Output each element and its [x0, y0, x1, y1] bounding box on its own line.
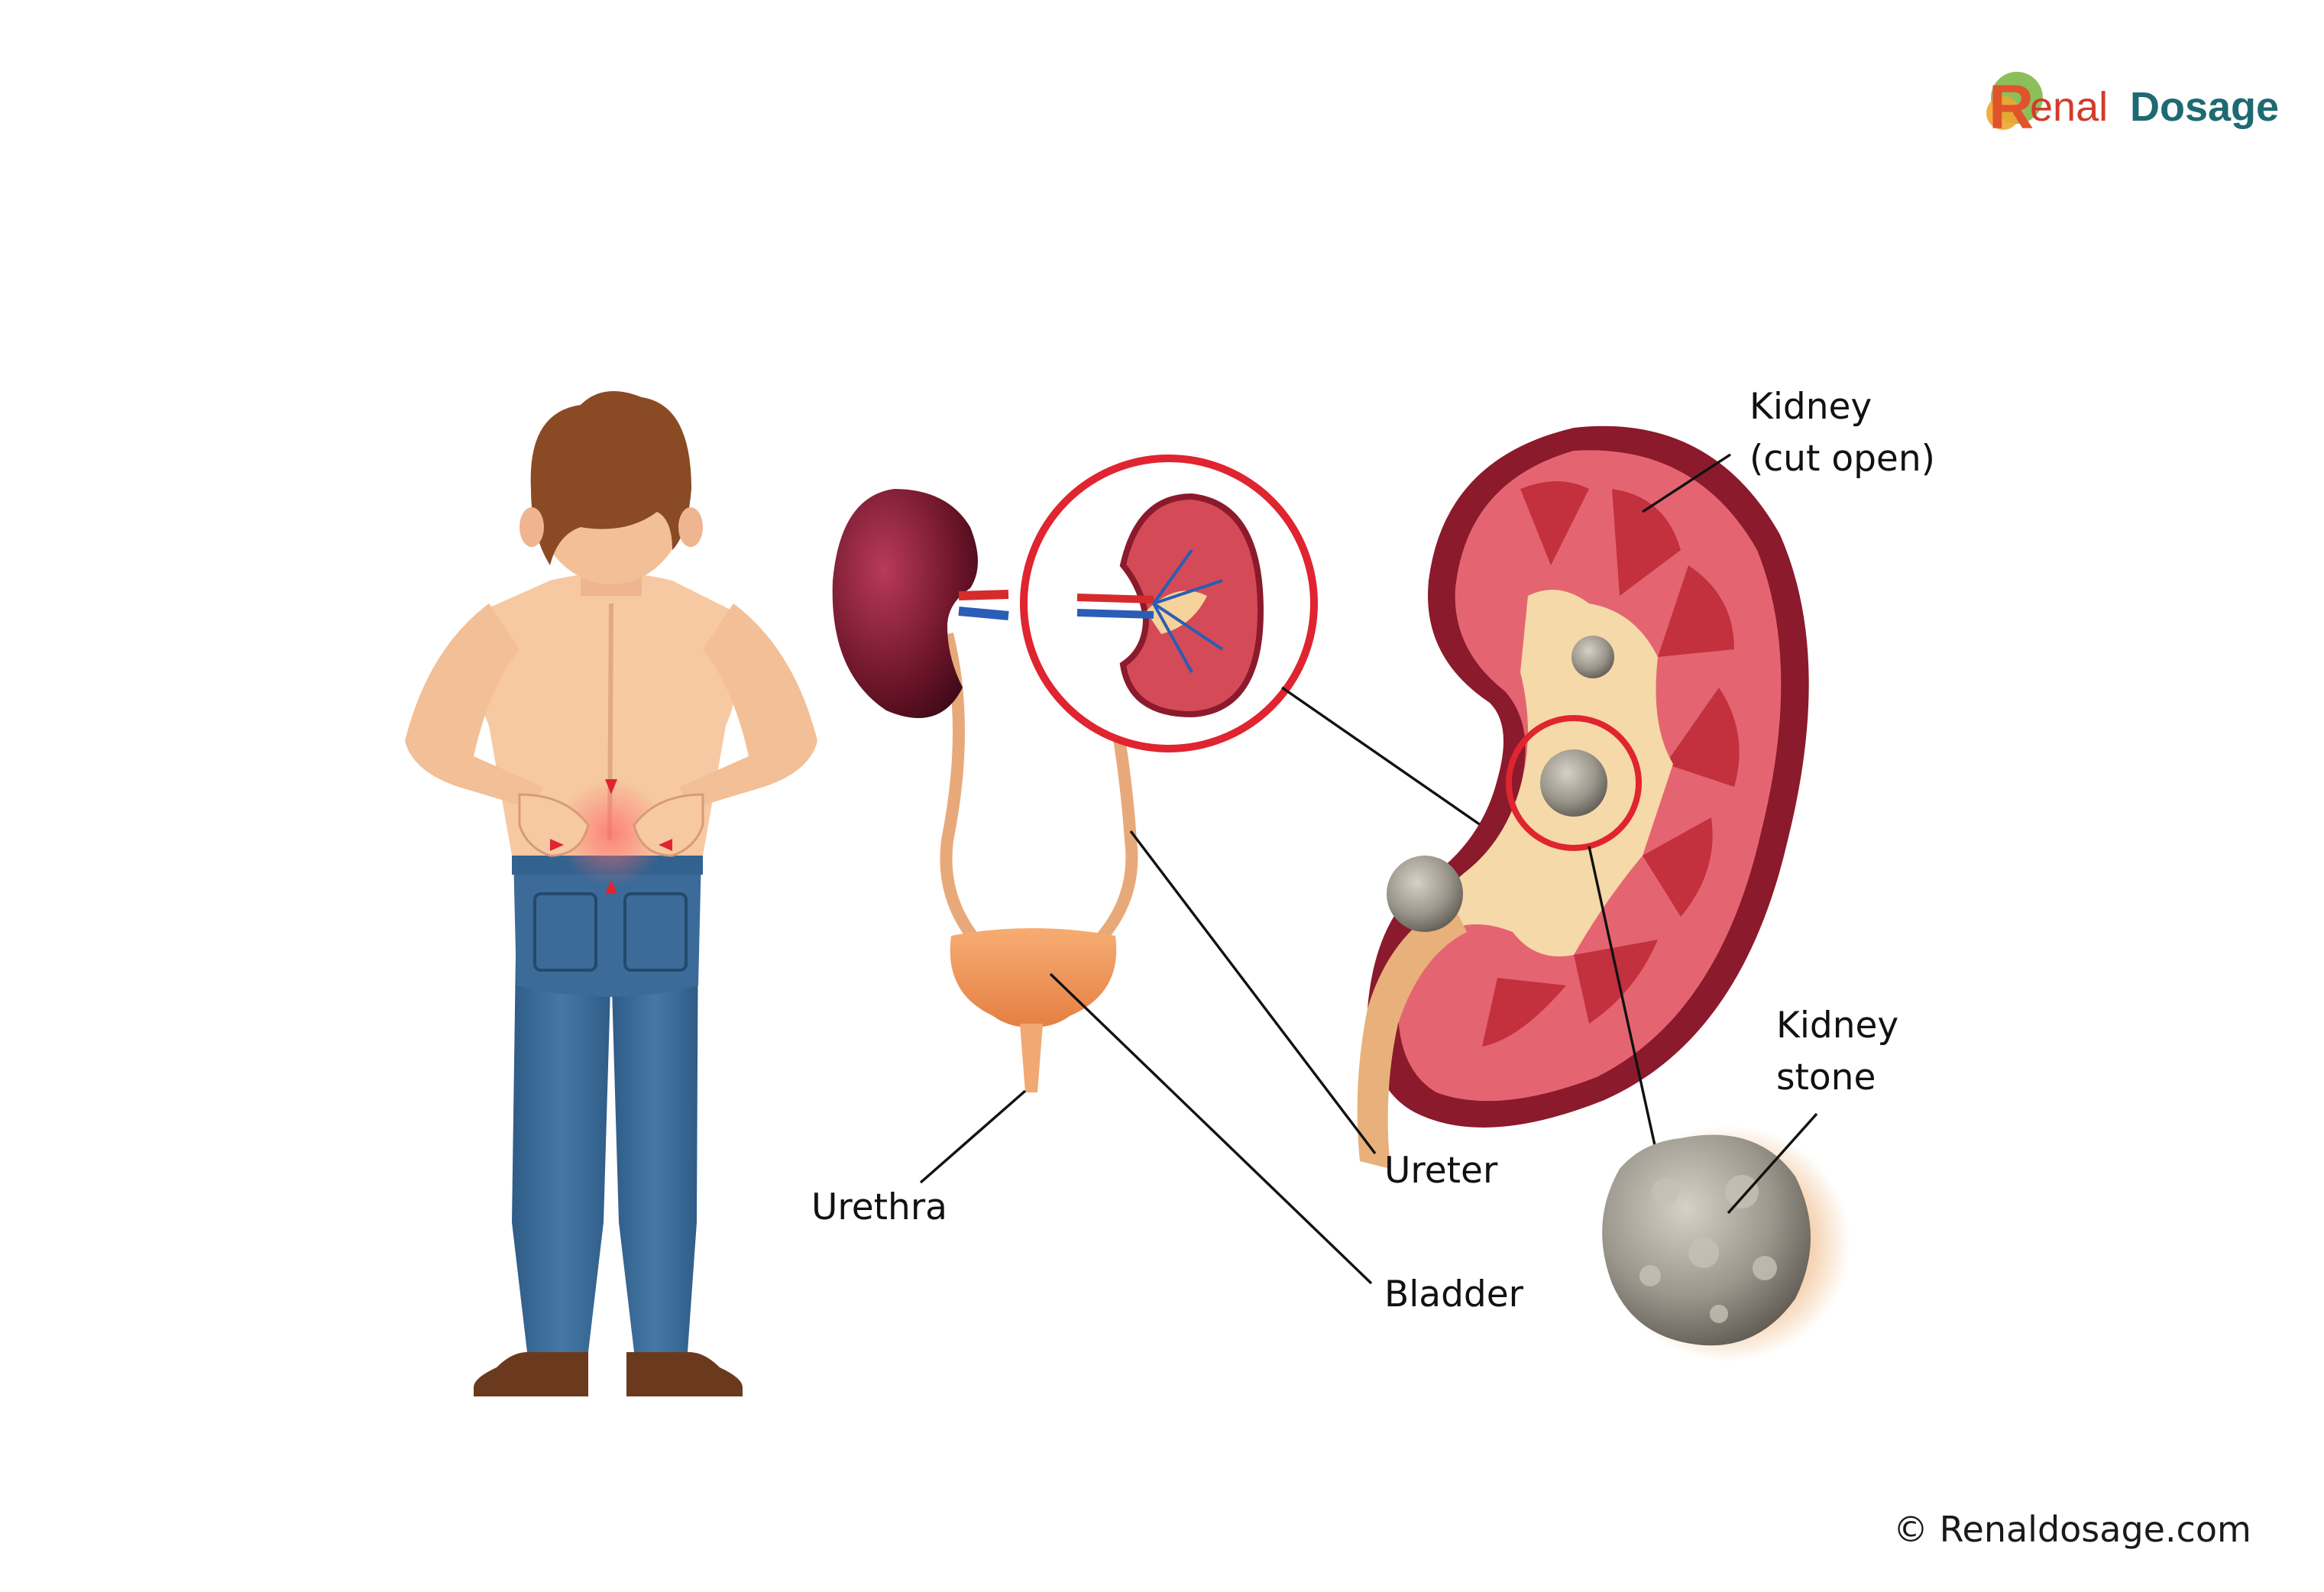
enlarged-kidney-stone [1602, 1112, 1850, 1362]
bladder-leader-line [1049, 972, 1373, 1285]
logo-text-renal: enal [2030, 84, 2108, 130]
ureter-leader-line [1129, 830, 1377, 1155]
urethra-tube [1020, 1024, 1043, 1092]
man-back-pain-figure [405, 391, 817, 1396]
jeans-left-leg [512, 901, 611, 1352]
label-cut-open: (cut open) [1749, 438, 1935, 480]
pain-arrow-icon [550, 839, 564, 851]
stone-upper [1571, 636, 1614, 678]
stone-pelvis-left [1387, 856, 1463, 932]
copyright-text: © Renaldosage.com [1893, 1509, 2251, 1550]
right-hand [633, 793, 704, 857]
enlarged-stone-leader [1727, 1112, 1818, 1215]
right-ear [678, 507, 703, 547]
small-artery [1076, 594, 1154, 603]
small-vein [1076, 609, 1154, 619]
hair [530, 391, 691, 565]
pain-arrow-icon [605, 880, 617, 894]
logo-mark-dot-icon [1986, 96, 2020, 130]
label-kidney-stone-2: stone [1776, 1056, 1876, 1099]
jeans-right-leg [611, 901, 698, 1352]
right-arm [680, 603, 817, 810]
left-hand [518, 793, 590, 857]
label-bladder: Bladder [1384, 1273, 1524, 1315]
zoom-leader-line [1281, 686, 1481, 827]
renal-dosage-logo: R enal Dosage [1986, 72, 2279, 142]
kidney-cut-leader [1642, 453, 1731, 513]
pain-glow [558, 779, 665, 886]
left-arm [405, 603, 542, 810]
left-ear [520, 507, 544, 547]
stone-center [1540, 749, 1607, 817]
renal-pyramids [1482, 481, 1740, 1047]
right-shoe [626, 1352, 743, 1396]
torso [475, 573, 740, 856]
logo-initial: R [1989, 73, 2034, 142]
pain-arrow-icon [659, 839, 672, 851]
small-vessels [1152, 548, 1224, 673]
large-ureter [1357, 901, 1467, 1169]
stone-highlight-ring [1506, 715, 1642, 851]
bladder-shape [950, 928, 1117, 1027]
logo-text-dosage: Dosage [2130, 84, 2279, 130]
left-renal-artery [958, 590, 1009, 600]
left-renal-vein [958, 607, 1009, 620]
right-pocket [623, 892, 688, 972]
jeans-hips [513, 856, 701, 997]
label-ureter: Ureter [1384, 1150, 1498, 1192]
pain-arrow-icon [605, 779, 617, 794]
label-kidney: Kidney [1749, 386, 1872, 428]
large-kidney-cut-open [1357, 426, 1809, 1177]
urinary-system [832, 455, 1481, 1092]
label-kidney-stone-1: Kidney [1776, 1005, 1898, 1047]
left-shoe [474, 1352, 588, 1396]
label-urethra: Urethra [811, 1186, 947, 1228]
stone-leader-line [1588, 846, 1663, 1177]
urethra-leader-line [919, 1089, 1027, 1184]
left-kidney-whole [832, 489, 978, 718]
stone-texture [1639, 1175, 1777, 1323]
left-pocket [533, 892, 597, 972]
